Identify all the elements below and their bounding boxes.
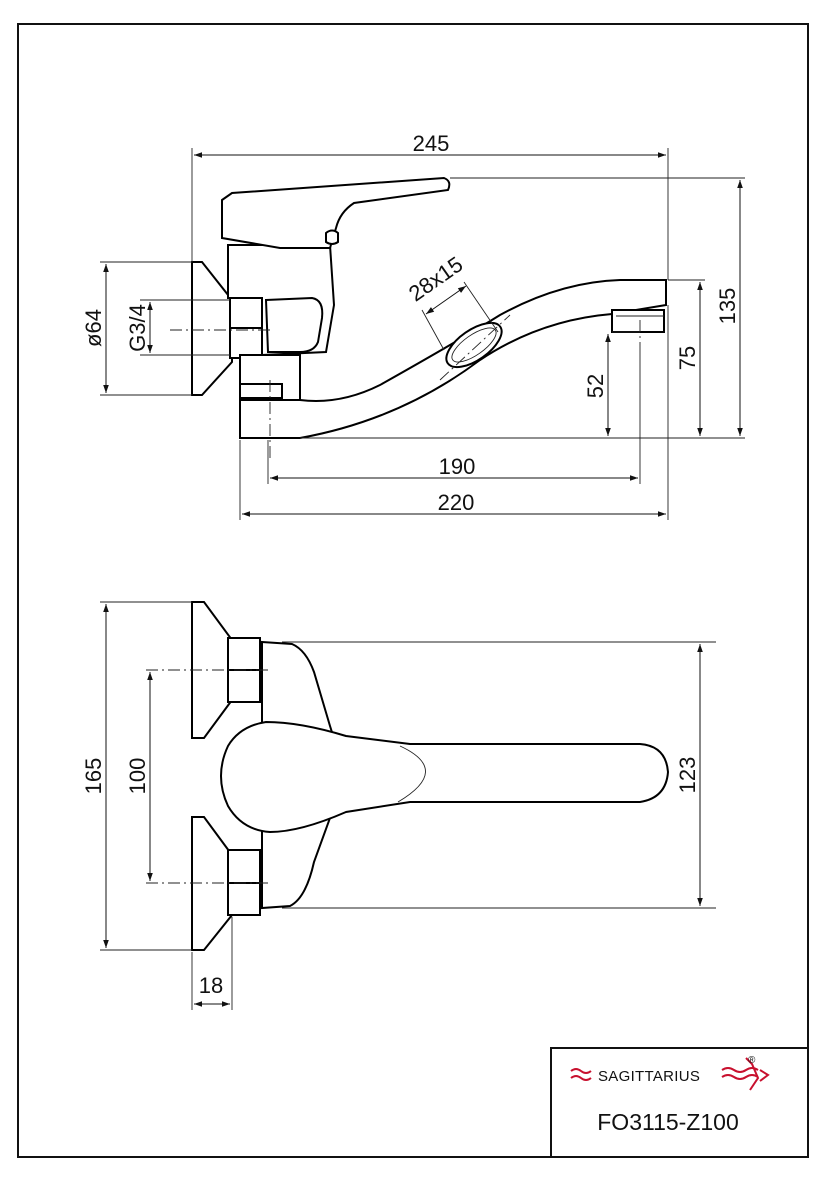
- top-view: 165 100 123 18: [81, 601, 716, 1010]
- dim-projection: 220: [438, 490, 475, 515]
- dim-flange-diameter: ø64: [81, 309, 106, 347]
- side-aerator-slot-inner: [451, 327, 497, 363]
- dim-centers: 100: [125, 758, 150, 795]
- title-block-frame: [550, 1047, 809, 1158]
- side-lever-handle: [221, 176, 451, 249]
- top-lever-handle: [220, 720, 670, 834]
- dim-height-outlet: 52: [583, 374, 608, 398]
- top-nut-lower-a: [227, 849, 261, 884]
- model-code: FO3115-Z100: [597, 1109, 738, 1135]
- dim-flange-depth: 18: [199, 973, 223, 998]
- dim-height-total: 135: [715, 288, 740, 325]
- dim-outlet-offset: 190: [439, 454, 476, 479]
- side-centerline-aerator: [439, 314, 511, 381]
- dim-thread: G3/4: [125, 304, 150, 352]
- brand-logo-waves-icon: [570, 1068, 592, 1081]
- dim-flange-span: 165: [81, 758, 106, 795]
- side-wall-flange: [191, 261, 233, 396]
- brand-name: SAGITTARIUS: [598, 1068, 700, 1085]
- top-extension-lines: [100, 601, 716, 1010]
- top-nut-upper-b: [227, 669, 261, 703]
- side-eccentric-connector: [264, 296, 324, 353]
- dim-body-width: 123: [675, 757, 700, 794]
- brand-logo-arrow-icon: [721, 1057, 770, 1091]
- side-lever-joint: [325, 229, 339, 245]
- dim-overall-length: 245: [413, 131, 450, 156]
- dim-line-28x15: [425, 285, 467, 315]
- title-block: SAGITTARIUS ® FO3115-Z100: [550, 1047, 809, 1158]
- side-connection-nut-bottom: [229, 327, 263, 359]
- top-lever-shading: [397, 745, 426, 803]
- top-nut-upper-a: [227, 637, 261, 671]
- registered-mark: ®: [748, 1055, 756, 1066]
- side-outlet-aerator: [611, 309, 665, 333]
- side-view: 245 135 75 52 190 220 ø64 G3/4 28x15: [81, 131, 745, 520]
- side-cartridge-cap: [239, 383, 283, 399]
- dim-aerator-slot: 28x15: [404, 251, 467, 306]
- top-wall-flange-lower: [191, 816, 233, 951]
- dim-height-outlet-top: 75: [675, 346, 700, 370]
- side-extension-lines: [100, 148, 745, 520]
- side-connection-nut-top: [229, 297, 263, 329]
- side-aerator-slot: [445, 321, 503, 369]
- top-nut-lower-b: [227, 882, 261, 916]
- drawing-frame: [17, 23, 809, 1158]
